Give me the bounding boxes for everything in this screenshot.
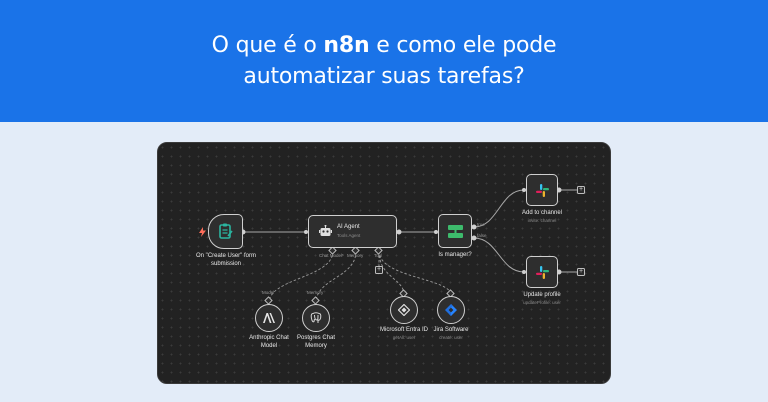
postgres-label-line1: Postgres Chat (296, 335, 336, 341)
anthropic-icon (262, 311, 276, 325)
agent-title: AI Agent (337, 224, 360, 230)
entra-label: Microsoft Entra ID (379, 327, 428, 333)
anthropic-label: Anthropic Chat Model (239, 335, 299, 350)
ai-agent-node[interactable]: AI Agent Tools Agent (308, 215, 397, 248)
connection-agent-entra (378, 250, 405, 296)
anthropic-port (264, 296, 273, 305)
title-line-2: automatizar suas tarefas? (243, 64, 525, 89)
connection-switch-addchannel (473, 189, 525, 228)
agent-memory-port (351, 246, 360, 255)
anthropic-chat-model-node[interactable] (255, 304, 283, 332)
agent-port-label-memory: Memory (347, 253, 364, 258)
anthropic-label-line1: Anthropic Chat (249, 335, 289, 341)
is-manager-label: Is manager? (438, 252, 472, 258)
postgres-label: Postgres Chat Memory (286, 335, 346, 350)
switch-true-handle (471, 224, 477, 230)
add-to-channel-node[interactable] (526, 174, 558, 206)
trigger-label-line1: On "Create User" form (196, 253, 256, 259)
update-profile-sub: updateProfile: user (523, 300, 561, 305)
header-banner: O que é o n8n e como ele pode automatiza… (0, 0, 768, 122)
microsoft-entra-id-node[interactable] (390, 296, 418, 324)
add-after-profile-button[interactable]: + (577, 268, 585, 276)
agent-subtitle: Tools Agent (337, 233, 361, 238)
trigger-node[interactable] (208, 214, 243, 249)
agent-model-port (328, 246, 337, 255)
bolt-icon (198, 227, 206, 237)
entra-port (399, 289, 408, 298)
add-after-channel-button[interactable]: + (577, 186, 585, 194)
trigger-label-line2: submission (210, 260, 241, 267)
agent-port-label-tool: Tool (374, 253, 383, 258)
postgres-port-label: Memory (307, 290, 324, 295)
jira-icon (444, 303, 458, 317)
robot-icon (318, 224, 332, 238)
update-profile-node[interactable] (526, 256, 558, 288)
agent-output-handle (396, 229, 402, 235)
switch-icon (447, 223, 463, 239)
title-text-pre: O que é o (211, 33, 324, 58)
anthropic-label-line2: Model (260, 342, 278, 349)
jira-port (446, 289, 455, 298)
branch-false-label: false (477, 233, 487, 238)
connection-agent-postgres (315, 250, 357, 304)
add-to-channel-label: Add to channel (521, 210, 563, 216)
entra-icon (397, 303, 411, 317)
add-tool-button[interactable]: + (375, 266, 383, 274)
postgres-port (311, 296, 320, 305)
page-title: O que é o n8n e como ele pode automatiza… (212, 30, 557, 92)
slack-icon (535, 183, 549, 197)
agent-input-handle (304, 230, 308, 234)
title-brand: n8n (323, 33, 370, 58)
agent-tool-port (374, 246, 383, 255)
update-profile-label: Update profile (523, 292, 561, 298)
updateprofile-input-handle (522, 270, 526, 274)
entra-sub: getAll: user (392, 335, 416, 340)
slack-icon (535, 265, 549, 279)
jira-label: Jira Software (433, 327, 469, 333)
postgres-label-line2: Memory (305, 342, 327, 349)
jira-sub: create: user (439, 335, 463, 340)
branch-true-label: true (477, 222, 485, 227)
workflow-canvas[interactable]: On "Create User" form submission AI Agen… (157, 142, 611, 384)
form-icon (218, 223, 234, 239)
anthropic-port-label: Model (262, 290, 275, 295)
trigger-label: On "Create User" form submission (186, 253, 266, 268)
add-to-channel-sub: invite: channel (527, 218, 557, 223)
is-manager-node[interactable] (438, 214, 472, 248)
agent-port-label-chat-model: Chat Model* (319, 253, 344, 258)
connection-agent-anthropic (268, 250, 334, 304)
connections-layer (240, 187, 577, 305)
switch-input-handle (434, 230, 438, 234)
postgres-chat-memory-node[interactable] (302, 304, 330, 332)
postgres-icon (309, 311, 323, 325)
addchannel-input-handle (522, 188, 526, 192)
connection-switch-updateprofile (473, 237, 525, 273)
jira-software-node[interactable] (437, 296, 465, 324)
switch-false-handle (471, 235, 477, 241)
connection-agent-jira (378, 250, 452, 296)
title-text-post: e como ele pode (369, 33, 557, 58)
